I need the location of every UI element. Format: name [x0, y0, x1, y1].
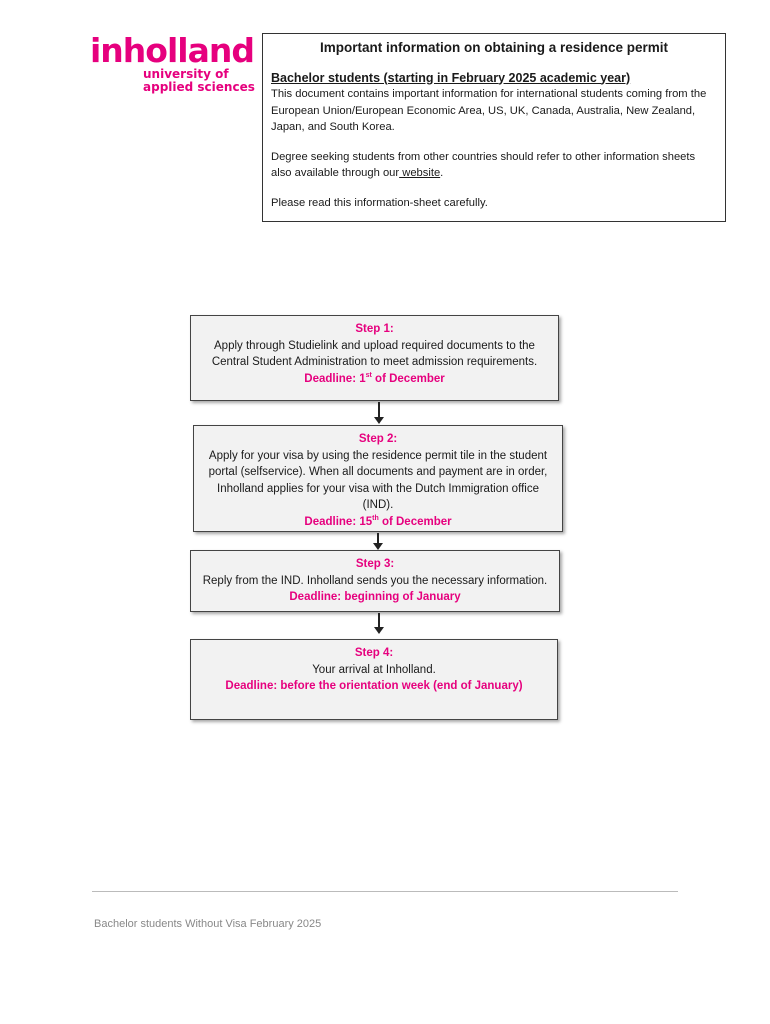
- footer-divider: [92, 891, 678, 892]
- step-1-text: Apply through Studielink and upload requ…: [211, 339, 538, 369]
- step-2-label: Step 2:: [358, 433, 398, 445]
- step-4-box: Step 4: Your arrival at Inholland. Deadl…: [190, 639, 558, 720]
- step-3-label: Step 3:: [355, 558, 395, 570]
- step-3-box: Step 3: Reply from the IND. Inholland se…: [190, 550, 560, 612]
- step-1-deadline-prefix: Deadline: 1: [304, 372, 366, 385]
- info-box: Important information on obtaining a res…: [262, 33, 726, 222]
- step-2-box: Step 2: Apply for your visa by using the…: [193, 425, 563, 532]
- step-2-text: Apply for your visa by using the residen…: [208, 449, 548, 512]
- logo-subline-2: applied sciences: [143, 80, 255, 94]
- info-paragraph-1: This document contains important informa…: [271, 88, 707, 133]
- step-2-deadline-prefix: Deadline: 15: [304, 515, 373, 528]
- logo-wordmark: inholland: [90, 31, 255, 70]
- info-paragraph-2-text: Degree seeking students from other count…: [271, 150, 696, 180]
- step-1-deadline: Deadline: 1st of December: [201, 371, 548, 388]
- logo-subline-1: university of: [143, 67, 229, 81]
- step-2-deadline-suffix: th: [372, 514, 379, 522]
- step-4-text: Your arrival at Inholland.: [312, 663, 436, 676]
- info-paragraph-3: Please read this information-sheet caref…: [271, 196, 488, 209]
- arrow-3-4: [374, 613, 384, 634]
- footer-text: Bachelor students Without Visa February …: [94, 918, 322, 930]
- inholland-logo: inholland university of applied sciences: [90, 34, 255, 94]
- step-1-box: Step 1: Apply through Studielink and upl…: [190, 315, 559, 401]
- step-4-label: Step 4:: [354, 647, 394, 659]
- step-1-label: Step 1:: [355, 323, 394, 335]
- info-paragraph-2: Degree seeking students from other count…: [271, 149, 717, 182]
- step-2-deadline: Deadline: 15th of December: [204, 514, 552, 531]
- step-3-deadline: Deadline: beginning of January: [289, 591, 461, 603]
- arrow-1-2: [374, 402, 384, 424]
- info-title: Important information on obtaining a res…: [319, 40, 669, 55]
- arrow-2-3: [373, 533, 383, 550]
- info-subtitle: Bachelor students (starting in February …: [271, 70, 631, 85]
- step-4-deadline: Deadline: before the orientation week (e…: [225, 680, 523, 692]
- website-link[interactable]: website: [399, 167, 441, 179]
- step-2-deadline-month: of December: [378, 515, 452, 528]
- step-3-text: Reply from the IND. Inholland sends you …: [202, 574, 548, 587]
- step-1-deadline-month: of December: [371, 372, 445, 385]
- step-1-deadline-suffix: st: [365, 371, 372, 379]
- info-paragraph-2-end: .: [440, 167, 444, 179]
